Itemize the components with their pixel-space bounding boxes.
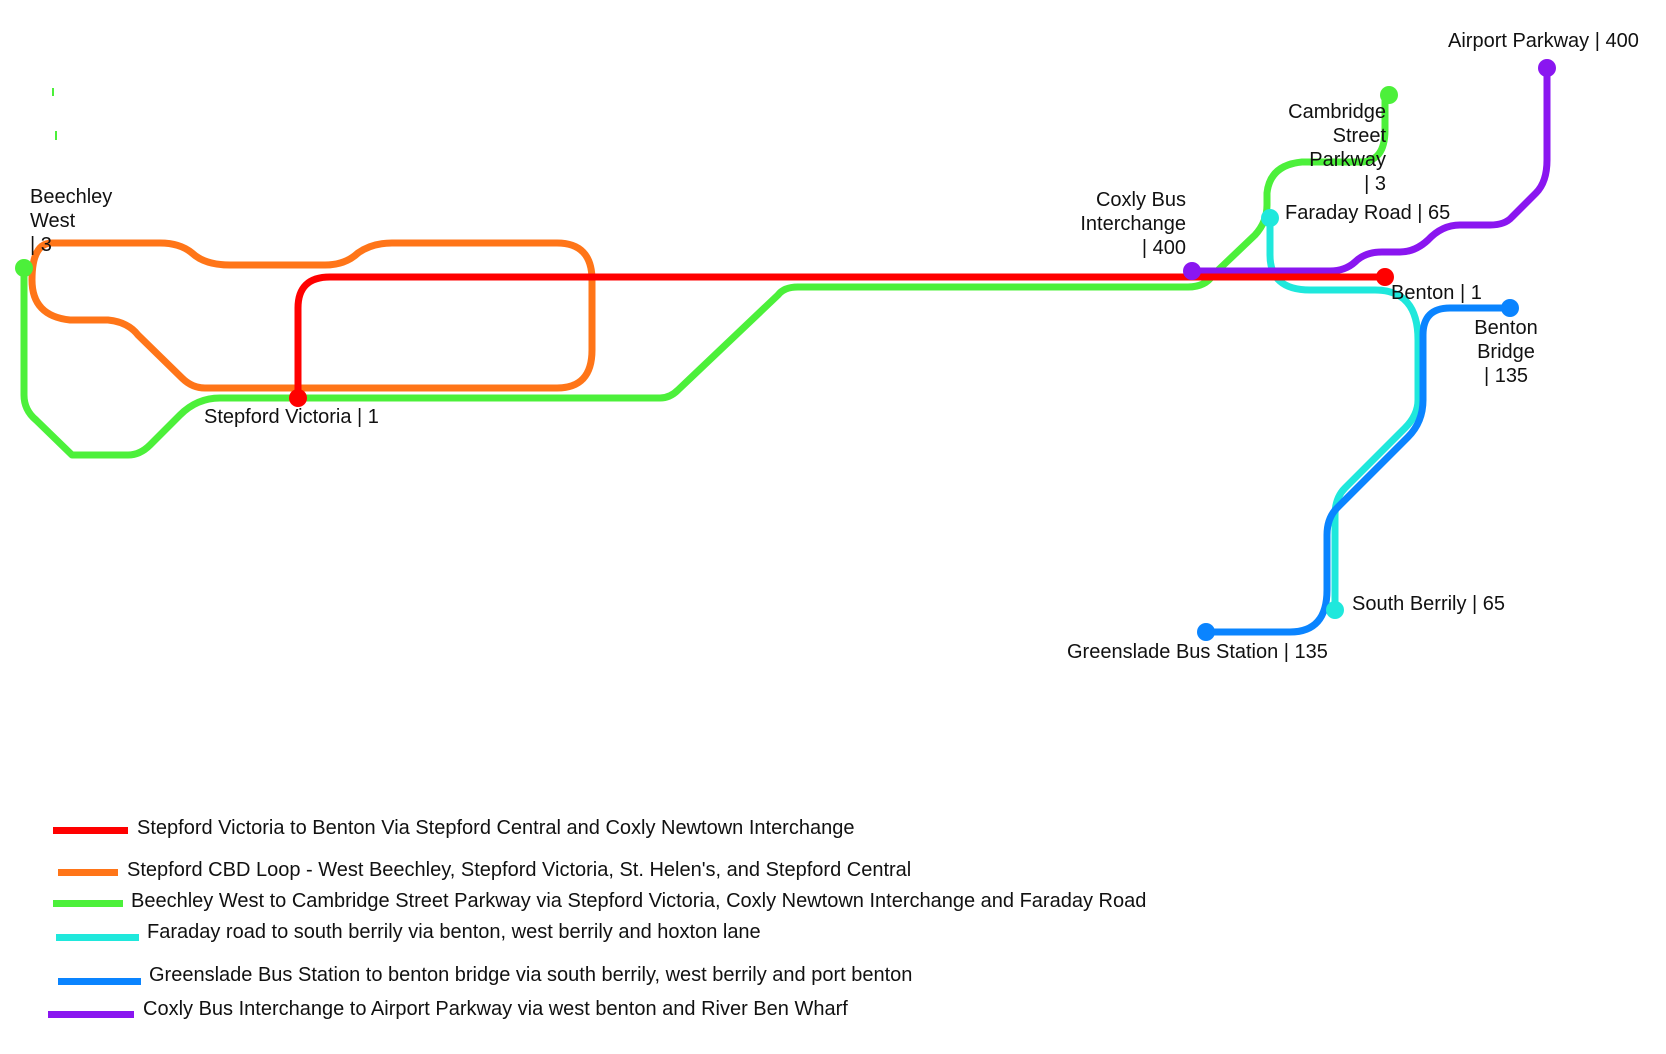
station-dot-coxly-bus-interchange[interactable] (1183, 262, 1201, 280)
station-label-airport-parkway: Airport Parkway | 400 (1448, 30, 1639, 52)
route-line-purple (1188, 64, 1551, 275)
route-line-green (20, 91, 1389, 459)
route-line-red (294, 273, 1389, 402)
station-label-faraday-road: Faraday Road | 65 (1285, 202, 1451, 224)
legend-swatch-purple (48, 1011, 134, 1018)
station-dot-faraday-road[interactable] (1261, 209, 1279, 227)
station-dot-stepford-victoria[interactable] (289, 389, 307, 407)
legend-label-cyan: Faraday road to south berrily via benton… (147, 921, 761, 943)
legend-label-red: Stepford Victoria to Benton Via Stepford… (137, 817, 855, 839)
station-label-south-berrily: South Berrily | 65 (1352, 593, 1506, 615)
station-label-greenslade-bus-station: Greenslade Bus Station | 135 (1067, 641, 1328, 663)
legend-label-purple: Coxly Bus Interchange to Airport Parkway… (143, 998, 848, 1020)
legend-swatch-orange (58, 869, 118, 876)
station-label-stepford-victoria: Stepford Victoria | 1 (204, 406, 379, 428)
legend-label-orange: Stepford CBD Loop - West Beechley, Stepf… (127, 859, 912, 881)
legend-label-blue: Greenslade Bus Station to benton bridge … (149, 964, 913, 986)
station-label-cambridge-street-parkway: Cambridge Street Parkway | 3 (1288, 101, 1386, 195)
station-dot-cambridge-street-parkway[interactable] (1380, 86, 1398, 104)
station-dot-greenslade-bus-station[interactable] (1197, 623, 1215, 641)
legend-label-green: Beechley West to Cambridge Street Parkwa… (131, 890, 1147, 912)
station-label-coxly-bus-interchange: Coxly Bus Interchange | 400 (1080, 189, 1186, 259)
legend-swatch-blue (58, 978, 141, 985)
station-label-benton-bridge: Benton Bridge | 135 (1474, 317, 1538, 387)
station-dot-benton-bridge[interactable] (1501, 299, 1519, 317)
legend-swatch-cyan (56, 934, 139, 941)
station-dot-beechley-west[interactable] (15, 259, 33, 277)
legend-swatch-green (53, 900, 123, 907)
station-label-beechley-west: Beechley West | 3 (30, 186, 113, 256)
route-line-cyan (1266, 214, 1422, 614)
legend-swatch-red (53, 827, 128, 834)
route-line-orange (28, 239, 596, 392)
route-line-blue (1202, 304, 1514, 636)
station-label-benton: Benton | 1 (1391, 282, 1482, 304)
station-dot-benton[interactable] (1376, 268, 1394, 286)
station-dot-airport-parkway[interactable] (1538, 59, 1556, 77)
station-dot-south-berrily[interactable] (1326, 601, 1344, 619)
